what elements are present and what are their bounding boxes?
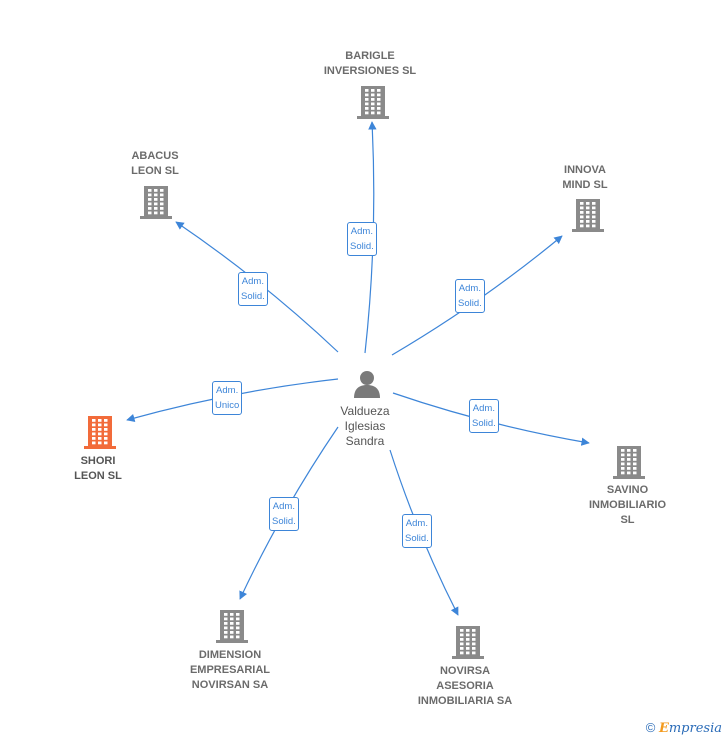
brand-logo: Empresia (658, 721, 722, 736)
company-label-innova[interactable]: INNOVA MIND SL (562, 164, 608, 191)
building-icon[interactable] (613, 445, 645, 484)
copyright-icon: © (645, 720, 656, 735)
relation-label-savino[interactable]: Adm. Solid. (469, 399, 499, 433)
relation-label-abacus[interactable]: Adm. Solid. (238, 272, 268, 306)
person-name[interactable]: Valdueza Iglesias Sandra (340, 404, 390, 448)
company-label-barigle[interactable]: BARIGLE INVERSIONES SL (323, 50, 417, 77)
building-icon[interactable] (357, 85, 389, 124)
person-icon[interactable] (352, 369, 382, 404)
relation-label-novirsa[interactable]: Adm. Solid. (402, 514, 432, 548)
company-label-novirsa[interactable]: NOVIRSA ASESORIA INMOBILIARIA SA (417, 665, 513, 707)
building-icon[interactable] (572, 198, 604, 237)
building-icon[interactable] (452, 625, 484, 664)
building-icon[interactable] (84, 415, 116, 454)
relation-label-dimension[interactable]: Adm. Solid. (269, 497, 299, 531)
company-label-shori[interactable]: SHORI LEON SL (74, 455, 122, 482)
building-icon[interactable] (216, 609, 248, 648)
relation-label-innova[interactable]: Adm. Solid. (455, 279, 485, 313)
footer-brand: © Empresia (646, 720, 722, 736)
company-label-dimension[interactable]: DIMENSION EMPRESARIAL NOVIRSAN SA (189, 649, 271, 691)
building-icon[interactable] (140, 185, 172, 224)
relation-label-shori[interactable]: Adm. Unico (212, 381, 243, 415)
company-label-abacus[interactable]: ABACUS LEON SL (131, 150, 179, 177)
relation-label-barigle[interactable]: Adm. Solid. (347, 222, 377, 256)
company-label-savino[interactable]: SAVINO INMOBILIARIO SL (589, 484, 666, 526)
